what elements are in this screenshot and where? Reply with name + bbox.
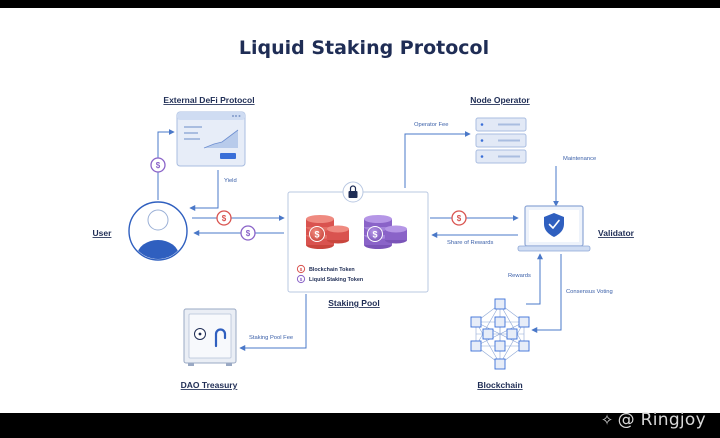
diagram-canvas: Liquid Staking Protocol $ $ $	[0, 8, 720, 413]
svg-text:$: $	[246, 229, 251, 238]
blockchain-token-stack-icon: $	[306, 215, 349, 249]
label-operator-fee: Operator Fee	[414, 122, 448, 128]
node-label-operator: Node Operator	[470, 95, 530, 105]
node-label-validator: Validator	[598, 228, 635, 238]
dao-treasury-safe-icon	[183, 308, 237, 366]
edge-rewards	[526, 253, 543, 305]
svg-text:$: $	[300, 277, 303, 282]
node-label-defi: External DeFi Protocol	[163, 95, 254, 105]
svg-text:$: $	[300, 267, 303, 272]
svg-text:$: $	[222, 214, 227, 223]
liquid-staking-token-stack-icon: $	[364, 215, 407, 249]
diagram-svg: Liquid Staking Protocol $ $ $	[93, 37, 635, 390]
coin-badge-user-red: $	[216, 210, 232, 226]
watermark-text: @ Ringjoy	[617, 410, 706, 430]
legend-blockchain-token-label: Blockchain Token	[309, 267, 355, 273]
defi-window-icon	[176, 111, 246, 167]
legend-liquid-staking-token-label: Liquid Staking Token	[309, 277, 363, 283]
server-rack-icon	[475, 117, 527, 164]
blockchain-network-icon	[470, 298, 530, 370]
label-maintenance: Maintenance	[563, 156, 596, 162]
coin-badge-defi: $	[150, 157, 166, 173]
coin-badge-user-purple: $	[240, 225, 256, 241]
lock-icon	[342, 181, 364, 203]
node-label-blockchain: Blockchain	[477, 380, 522, 390]
node-label-pool: Staking Pool	[328, 298, 379, 308]
node-label-user: User	[93, 228, 113, 238]
label-rewards: Rewards	[508, 273, 531, 279]
label-share-of-rewards: Share of Rewards	[447, 240, 493, 246]
legend-blockchain-token: $ Blockchain Token	[296, 264, 355, 274]
edge-staking-pool-fee	[239, 294, 307, 351]
legend-liquid-staking-token: $ Liquid Staking Token	[296, 274, 363, 284]
svg-text:$: $	[314, 230, 319, 240]
watermark: ✧@ Ringjoy	[601, 410, 706, 430]
svg-text:$: $	[457, 214, 462, 223]
edge-consensus-voting	[531, 254, 562, 333]
watermark-logo-icon: ✧	[600, 411, 614, 429]
edge-user-to-defi	[157, 129, 175, 200]
edge-operator-fee	[404, 131, 471, 188]
label-staking-pool-fee: Staking Pool Fee	[249, 335, 293, 341]
svg-text:$: $	[372, 230, 377, 240]
node-label-treasury: DAO Treasury	[181, 380, 238, 390]
label-yield: Yield	[224, 178, 237, 184]
label-consensus-voting: Consensus Voting	[566, 289, 613, 295]
edge-yield	[189, 170, 219, 211]
svg-text:$: $	[156, 161, 161, 170]
validator-laptop-icon	[517, 205, 591, 252]
user-avatar-icon	[128, 201, 188, 261]
coin-badge-validator: $	[451, 210, 467, 226]
diagram-title: Liquid Staking Protocol	[239, 37, 489, 59]
